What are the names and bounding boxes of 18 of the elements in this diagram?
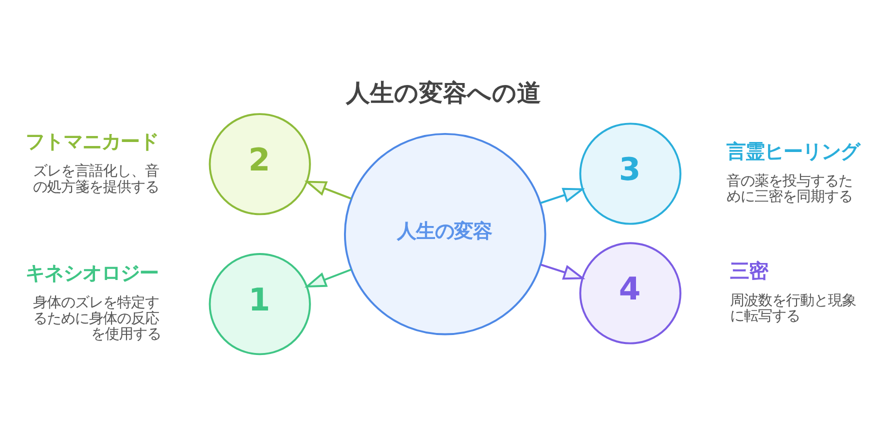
arrow (304, 268, 351, 288)
arrow (540, 264, 585, 280)
diagram-title: 人生の変容への道 (346, 78, 541, 107)
arrow (540, 188, 584, 204)
node-label: 三密 (729, 259, 768, 282)
node-label: ズレを言語化し、音の処方箋を提供する (32, 164, 158, 196)
node-label: 音の薬を投与するために三密を同期する (726, 173, 852, 206)
arrow (304, 180, 351, 200)
node-circle: 1 (208, 253, 310, 356)
node-label: フトマニカード (25, 130, 158, 154)
node-circle: 3 (578, 122, 681, 225)
node-circle: 人生の変容 (343, 132, 546, 336)
node-label: 身体のズレを特定するために身体の反応を使用する (32, 295, 160, 343)
node-label: 言霊ヒーリング (726, 140, 859, 163)
node-circle: 2 (208, 113, 310, 216)
node-circle: 4 (578, 242, 681, 344)
node-label: 周波数を行動と現象に転写する (729, 292, 856, 325)
node-label: キネシオロジー (25, 262, 158, 285)
